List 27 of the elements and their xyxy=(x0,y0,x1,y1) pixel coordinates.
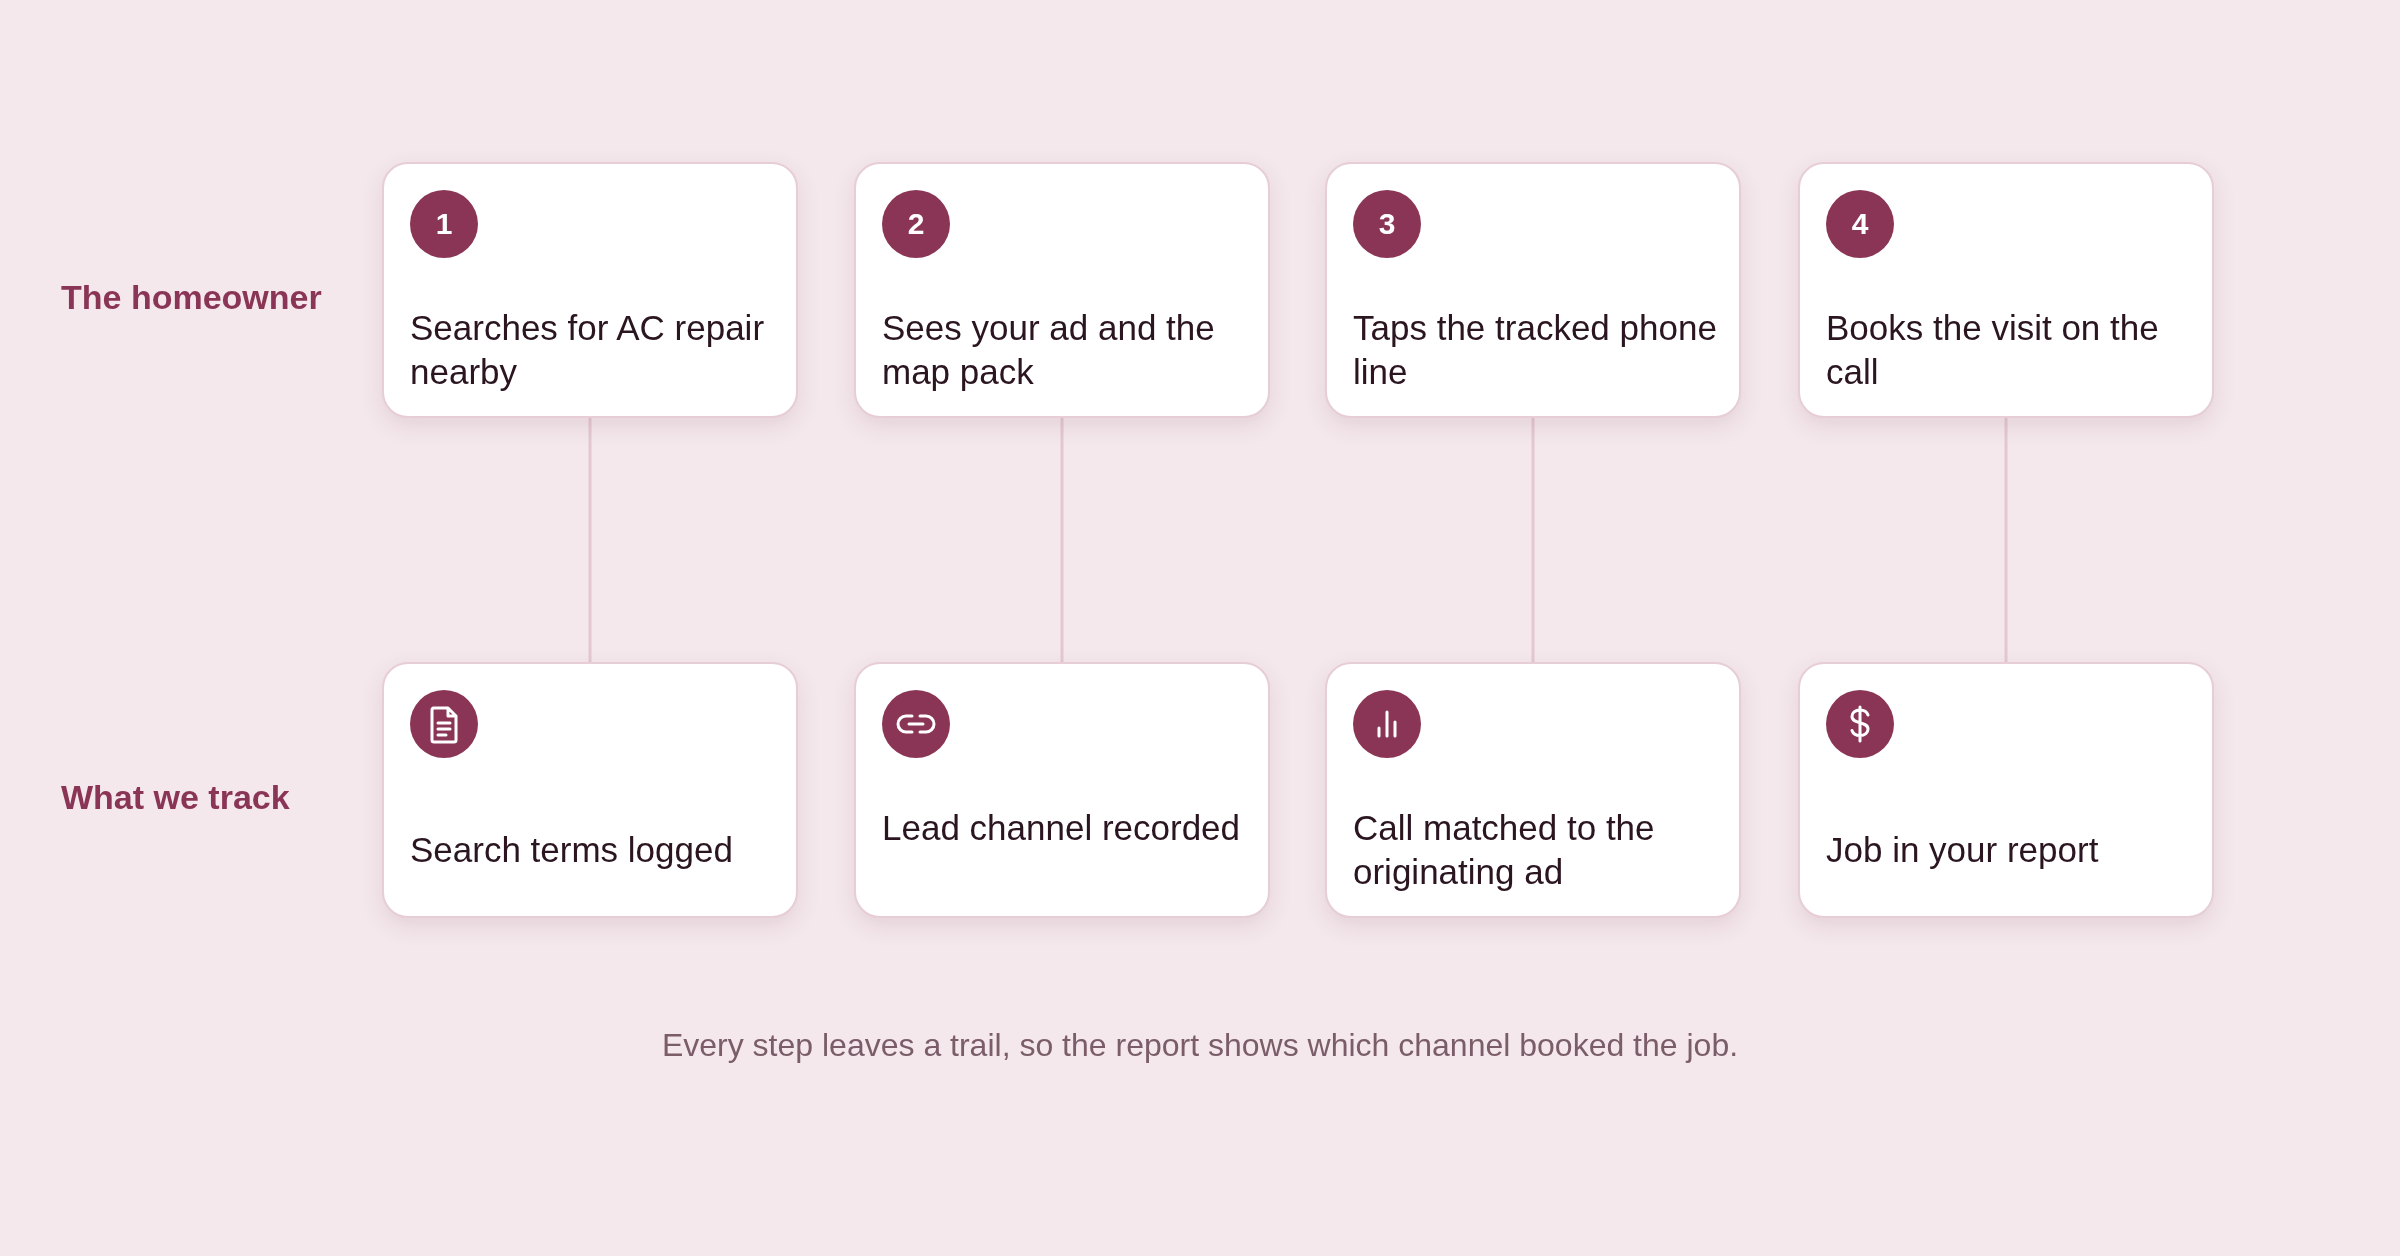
step-card xyxy=(1325,162,1741,418)
step-number: 1 xyxy=(410,190,478,258)
step-card xyxy=(854,162,1270,418)
step-card xyxy=(1325,662,1741,918)
step-number: 3 xyxy=(1353,190,1421,258)
connector-line xyxy=(1060,418,1064,662)
step-number: 4 xyxy=(1826,190,1894,258)
step-card xyxy=(1798,162,2214,418)
step-card xyxy=(382,162,798,418)
row-label: What we track xyxy=(61,778,290,817)
step-card xyxy=(854,662,1270,918)
row-label: The homeowner xyxy=(61,278,322,317)
step-text: Job in your report xyxy=(1826,829,2100,871)
step-text: Sees your ad and the map pack xyxy=(882,307,1216,393)
step-card xyxy=(382,662,798,918)
step-text: Taps the tracked phone line xyxy=(1353,307,1718,393)
step-text: Call matched to the originating ad xyxy=(1353,807,1656,893)
step-number: 2 xyxy=(882,190,950,258)
connector-line xyxy=(588,418,592,662)
step-text: Books the visit on the call xyxy=(1826,307,2160,393)
caption: Every step leaves a trail, so the report shows which channel booked the job. xyxy=(661,1027,1739,1064)
connector-line xyxy=(2004,418,2008,662)
step-text: Search terms logged xyxy=(410,829,734,871)
step-text: Lead channel recorded xyxy=(882,807,1242,849)
step-card xyxy=(1798,662,2214,918)
step-text: Searches for AC repair nearby xyxy=(410,307,766,393)
connector-line xyxy=(1531,418,1535,662)
